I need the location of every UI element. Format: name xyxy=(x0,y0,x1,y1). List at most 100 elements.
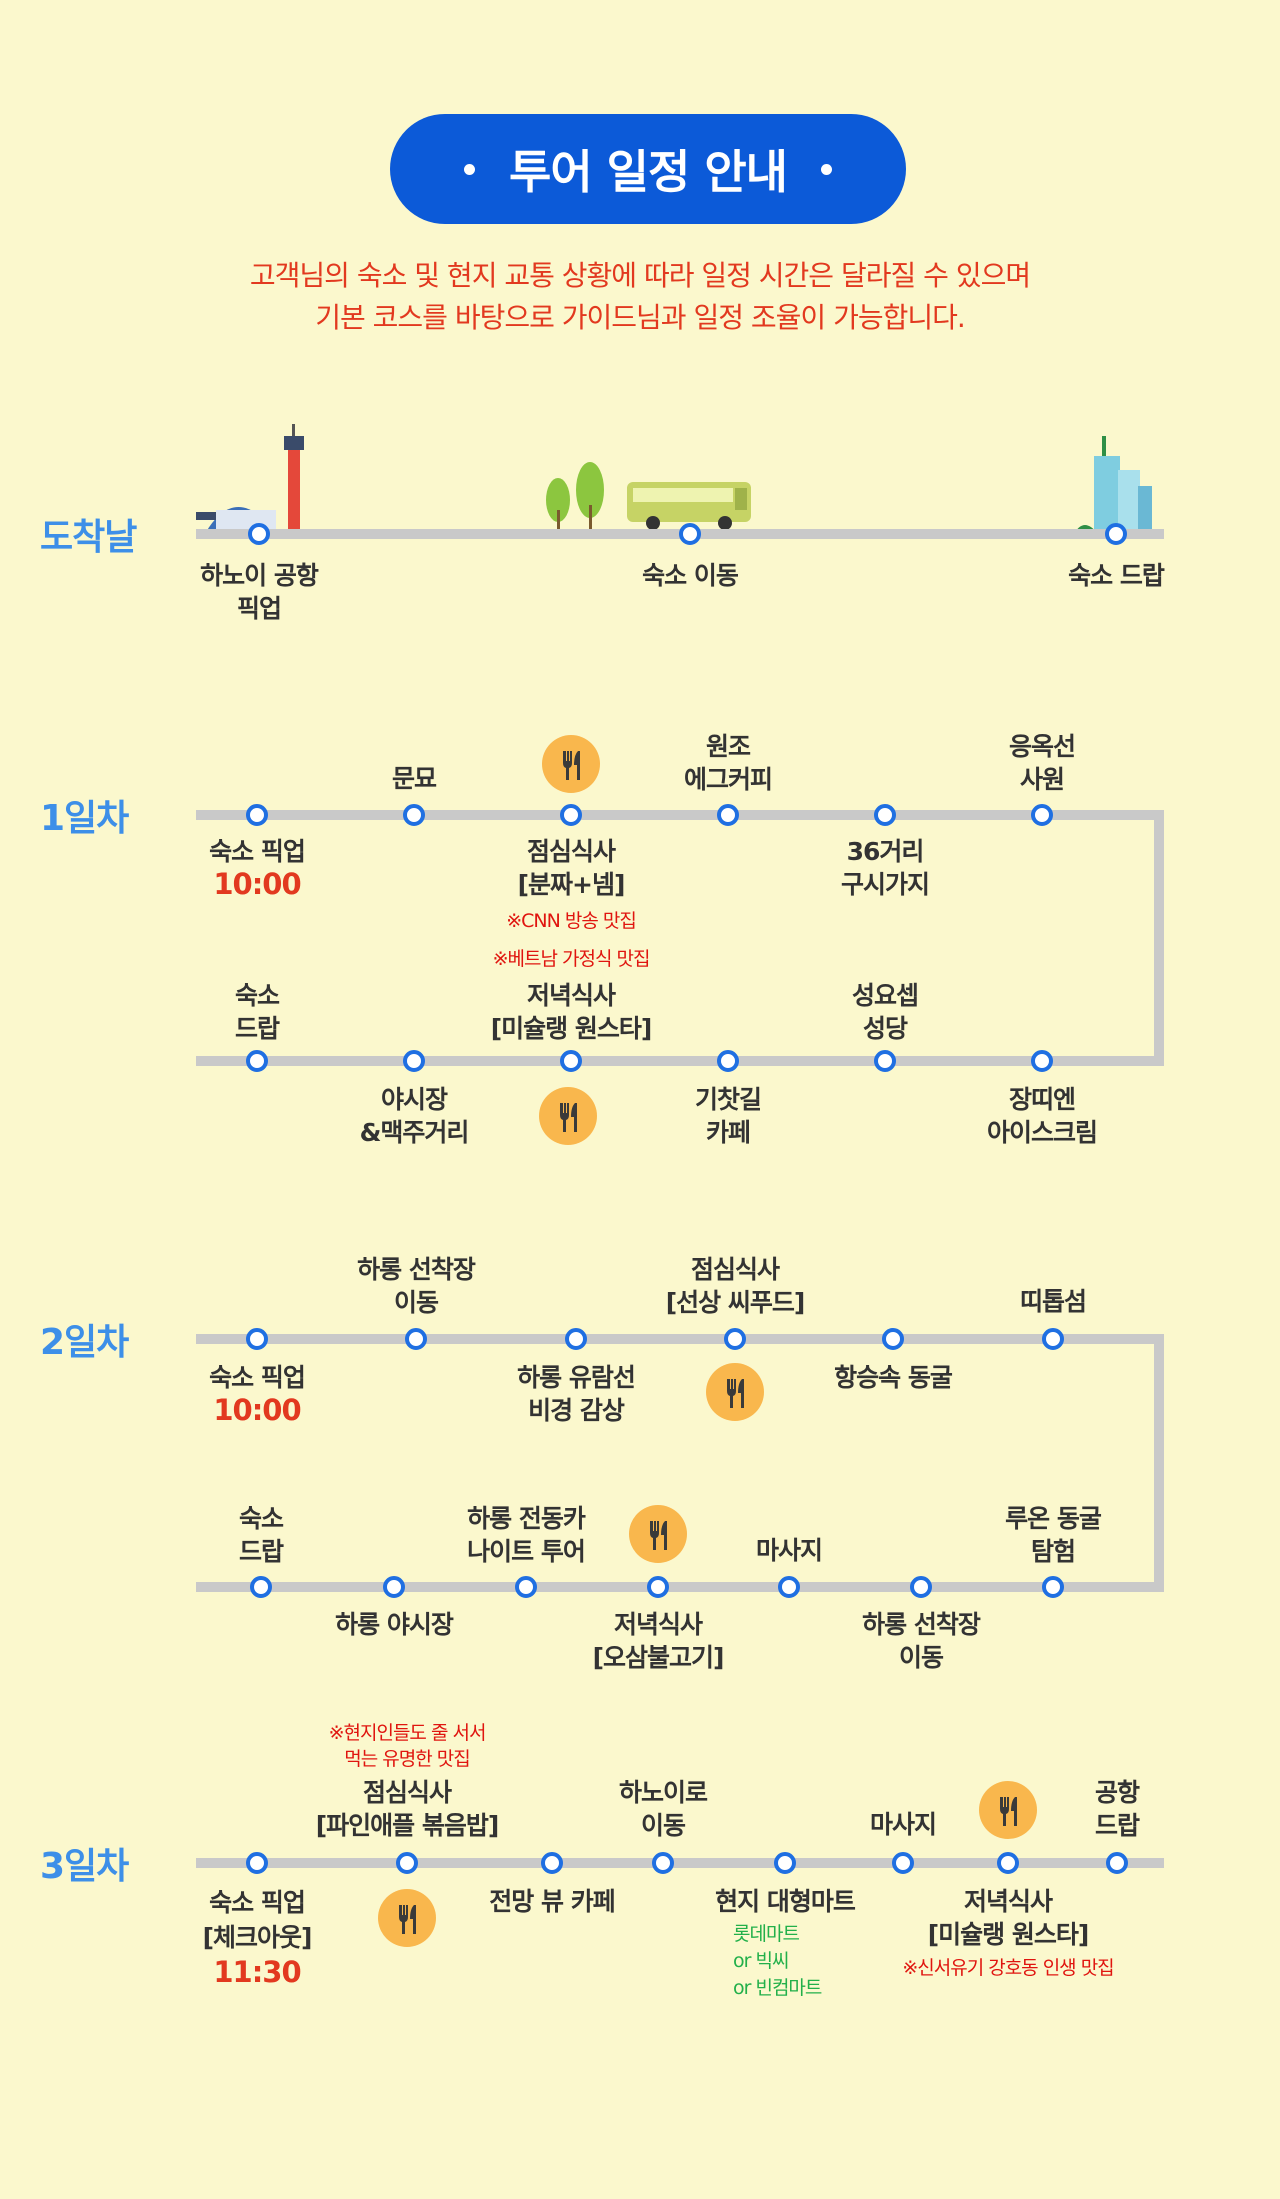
stop-dot xyxy=(246,804,268,826)
stop-label: 하롱 야시장 xyxy=(335,1610,454,1639)
stop-dot xyxy=(874,1050,896,1072)
stop-dot xyxy=(647,1576,669,1598)
stop-dot xyxy=(652,1852,674,1874)
stop-label: 점심식사[파인애플 볶음밥] xyxy=(315,1778,500,1840)
timeline-day2-return xyxy=(196,1582,1164,1592)
stop-dot xyxy=(403,804,425,826)
stop-dot xyxy=(717,804,739,826)
timeline-day1 xyxy=(196,810,1164,820)
stop-label: 저녁식사[미슐랭 원스타] xyxy=(927,1887,1090,1949)
stop-label: 저녁식사[오삼불고기] xyxy=(592,1610,725,1672)
stop-dot xyxy=(1042,1328,1064,1350)
stop-dot xyxy=(724,1328,746,1350)
stop-dot xyxy=(910,1576,932,1598)
restaurant-icon xyxy=(539,1087,597,1145)
stop-label: 점심식사[분짜+넴] xyxy=(517,837,626,899)
stop-dot xyxy=(717,1050,739,1072)
notice-line: 기본 코스를 바탕으로 가이드님과 일정 조율이 가능합니다. xyxy=(315,301,966,334)
stop-dot xyxy=(246,1328,268,1350)
stop-label: 현지 대형마트 xyxy=(715,1887,856,1916)
stop-dot xyxy=(997,1852,1019,1874)
restaurant-icon xyxy=(542,735,600,793)
restaurant-icon xyxy=(979,1781,1037,1839)
stop-dot xyxy=(246,1050,268,1072)
stop-dot xyxy=(246,1852,268,1874)
stop-dot xyxy=(874,804,896,826)
stop-dot xyxy=(679,523,701,545)
stop-dot xyxy=(565,1328,587,1350)
timeline-connector xyxy=(1154,810,1164,1066)
stop-label: 마사지 xyxy=(869,1810,937,1839)
stop-dot xyxy=(1105,523,1127,545)
bullet-icon xyxy=(820,163,832,175)
stop-dot xyxy=(405,1328,427,1350)
stop-label: 전망 뷰 카페 xyxy=(489,1887,615,1916)
restaurant-icon xyxy=(378,1889,436,1947)
stop-dot xyxy=(882,1328,904,1350)
bus-icon xyxy=(627,482,751,530)
stop-label: 숙소 픽업[체크아웃]11:30 xyxy=(202,1888,313,1989)
bullet-icon xyxy=(464,163,476,175)
stop-dot xyxy=(1042,1576,1064,1598)
stop-label: 항승속 동굴 xyxy=(834,1363,953,1392)
stop-label: 야시장&맥주거리 xyxy=(359,1085,470,1147)
stop-label: 점심식사[선상 씨푸드] xyxy=(665,1255,806,1317)
stop-label: 띠톱섬 xyxy=(1019,1287,1087,1316)
stop-dot xyxy=(1031,1050,1053,1072)
hotel-icon xyxy=(1074,436,1152,534)
stop-dot xyxy=(541,1852,563,1874)
day-label-1: 1일차 xyxy=(40,798,129,839)
dinner-note: ※베트남 가정식 맛집 xyxy=(492,948,651,970)
stop-dot xyxy=(1106,1852,1128,1874)
stop-label: 숙소 드랍 xyxy=(1068,561,1165,590)
day-label-arrival: 도착날 xyxy=(40,517,137,558)
stop-dot xyxy=(1031,804,1053,826)
stop-dot xyxy=(560,1050,582,1072)
restaurant-icon xyxy=(629,1505,687,1563)
stop-dot xyxy=(892,1852,914,1874)
notice-line: 고객님의 숙소 및 현지 교통 상황에 따라 일정 시간은 달라질 수 있으며 xyxy=(249,259,1031,292)
day-label-2: 2일차 xyxy=(40,1322,129,1363)
restaurant-icon xyxy=(706,1363,764,1421)
stop-label: 숙소 이동 xyxy=(642,561,739,590)
timeline-day1-return xyxy=(196,1056,1164,1066)
stop-dot xyxy=(396,1852,418,1874)
stop-dot xyxy=(403,1050,425,1072)
trees-icon xyxy=(546,462,604,534)
timeline-day2 xyxy=(196,1334,1164,1344)
stop-dot xyxy=(515,1576,537,1598)
stop-dot xyxy=(248,523,270,545)
lunch-note: ※CNN 방송 맛집 xyxy=(506,910,637,932)
airport-icon xyxy=(196,424,304,532)
stop-dot xyxy=(383,1576,405,1598)
stop-label: 마사지 xyxy=(755,1536,823,1565)
page-title: 투어 일정 안내 xyxy=(390,114,906,224)
stop-label: 저녁식사[미슐랭 원스타] xyxy=(490,981,653,1043)
day-label-3: 3일차 xyxy=(40,1846,129,1887)
stop-label: 문묘 xyxy=(391,764,437,793)
timeline-day3 xyxy=(196,1858,1164,1868)
stop-dot xyxy=(560,804,582,826)
stop-dot xyxy=(250,1576,272,1598)
dinner-note: ※신서유기 강호동 인생 맛집 xyxy=(902,1957,1114,1979)
timeline-connector xyxy=(1154,1334,1164,1592)
